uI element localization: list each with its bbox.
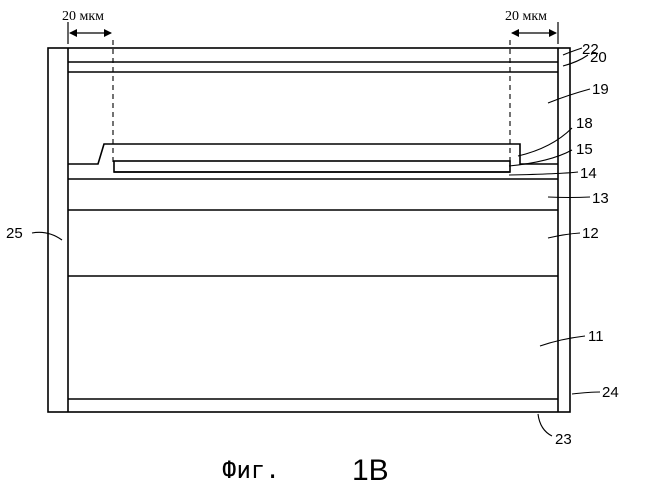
leader-22 (563, 48, 582, 55)
caption-prefix: Фиг. (222, 456, 280, 484)
label-23: 23 (555, 431, 572, 448)
label-14: 14 (580, 165, 597, 182)
label-13: 13 (592, 190, 609, 207)
leader-19 (548, 89, 590, 103)
arrowhead-left-a (69, 29, 77, 37)
label-12: 12 (582, 225, 599, 242)
dimension-label-left: 20 мкм (62, 9, 104, 24)
arrowhead-right-a (511, 29, 519, 37)
arrowhead-left-b (104, 29, 112, 37)
caption-number: 1В (352, 454, 389, 487)
leader-18 (518, 128, 572, 156)
leader-25 (32, 232, 62, 240)
leader-23 (538, 414, 552, 436)
label-19: 19 (592, 81, 609, 98)
label-20: 20 (590, 49, 607, 66)
arrowhead-right-b (549, 29, 557, 37)
leader-13 (548, 197, 590, 198)
label-25: 25 (6, 225, 23, 242)
label-24: 24 (602, 384, 619, 401)
label-11: 11 (588, 328, 604, 345)
label-15: 15 (576, 141, 593, 158)
leader-14 (509, 172, 578, 175)
layer-15 (114, 161, 510, 172)
outer-outline (48, 48, 570, 412)
leader-24 (572, 392, 600, 394)
leader-12 (548, 233, 580, 238)
leader-11 (540, 336, 585, 346)
label-18: 18 (576, 115, 593, 132)
dimension-label-right: 20 мкм (505, 9, 547, 24)
